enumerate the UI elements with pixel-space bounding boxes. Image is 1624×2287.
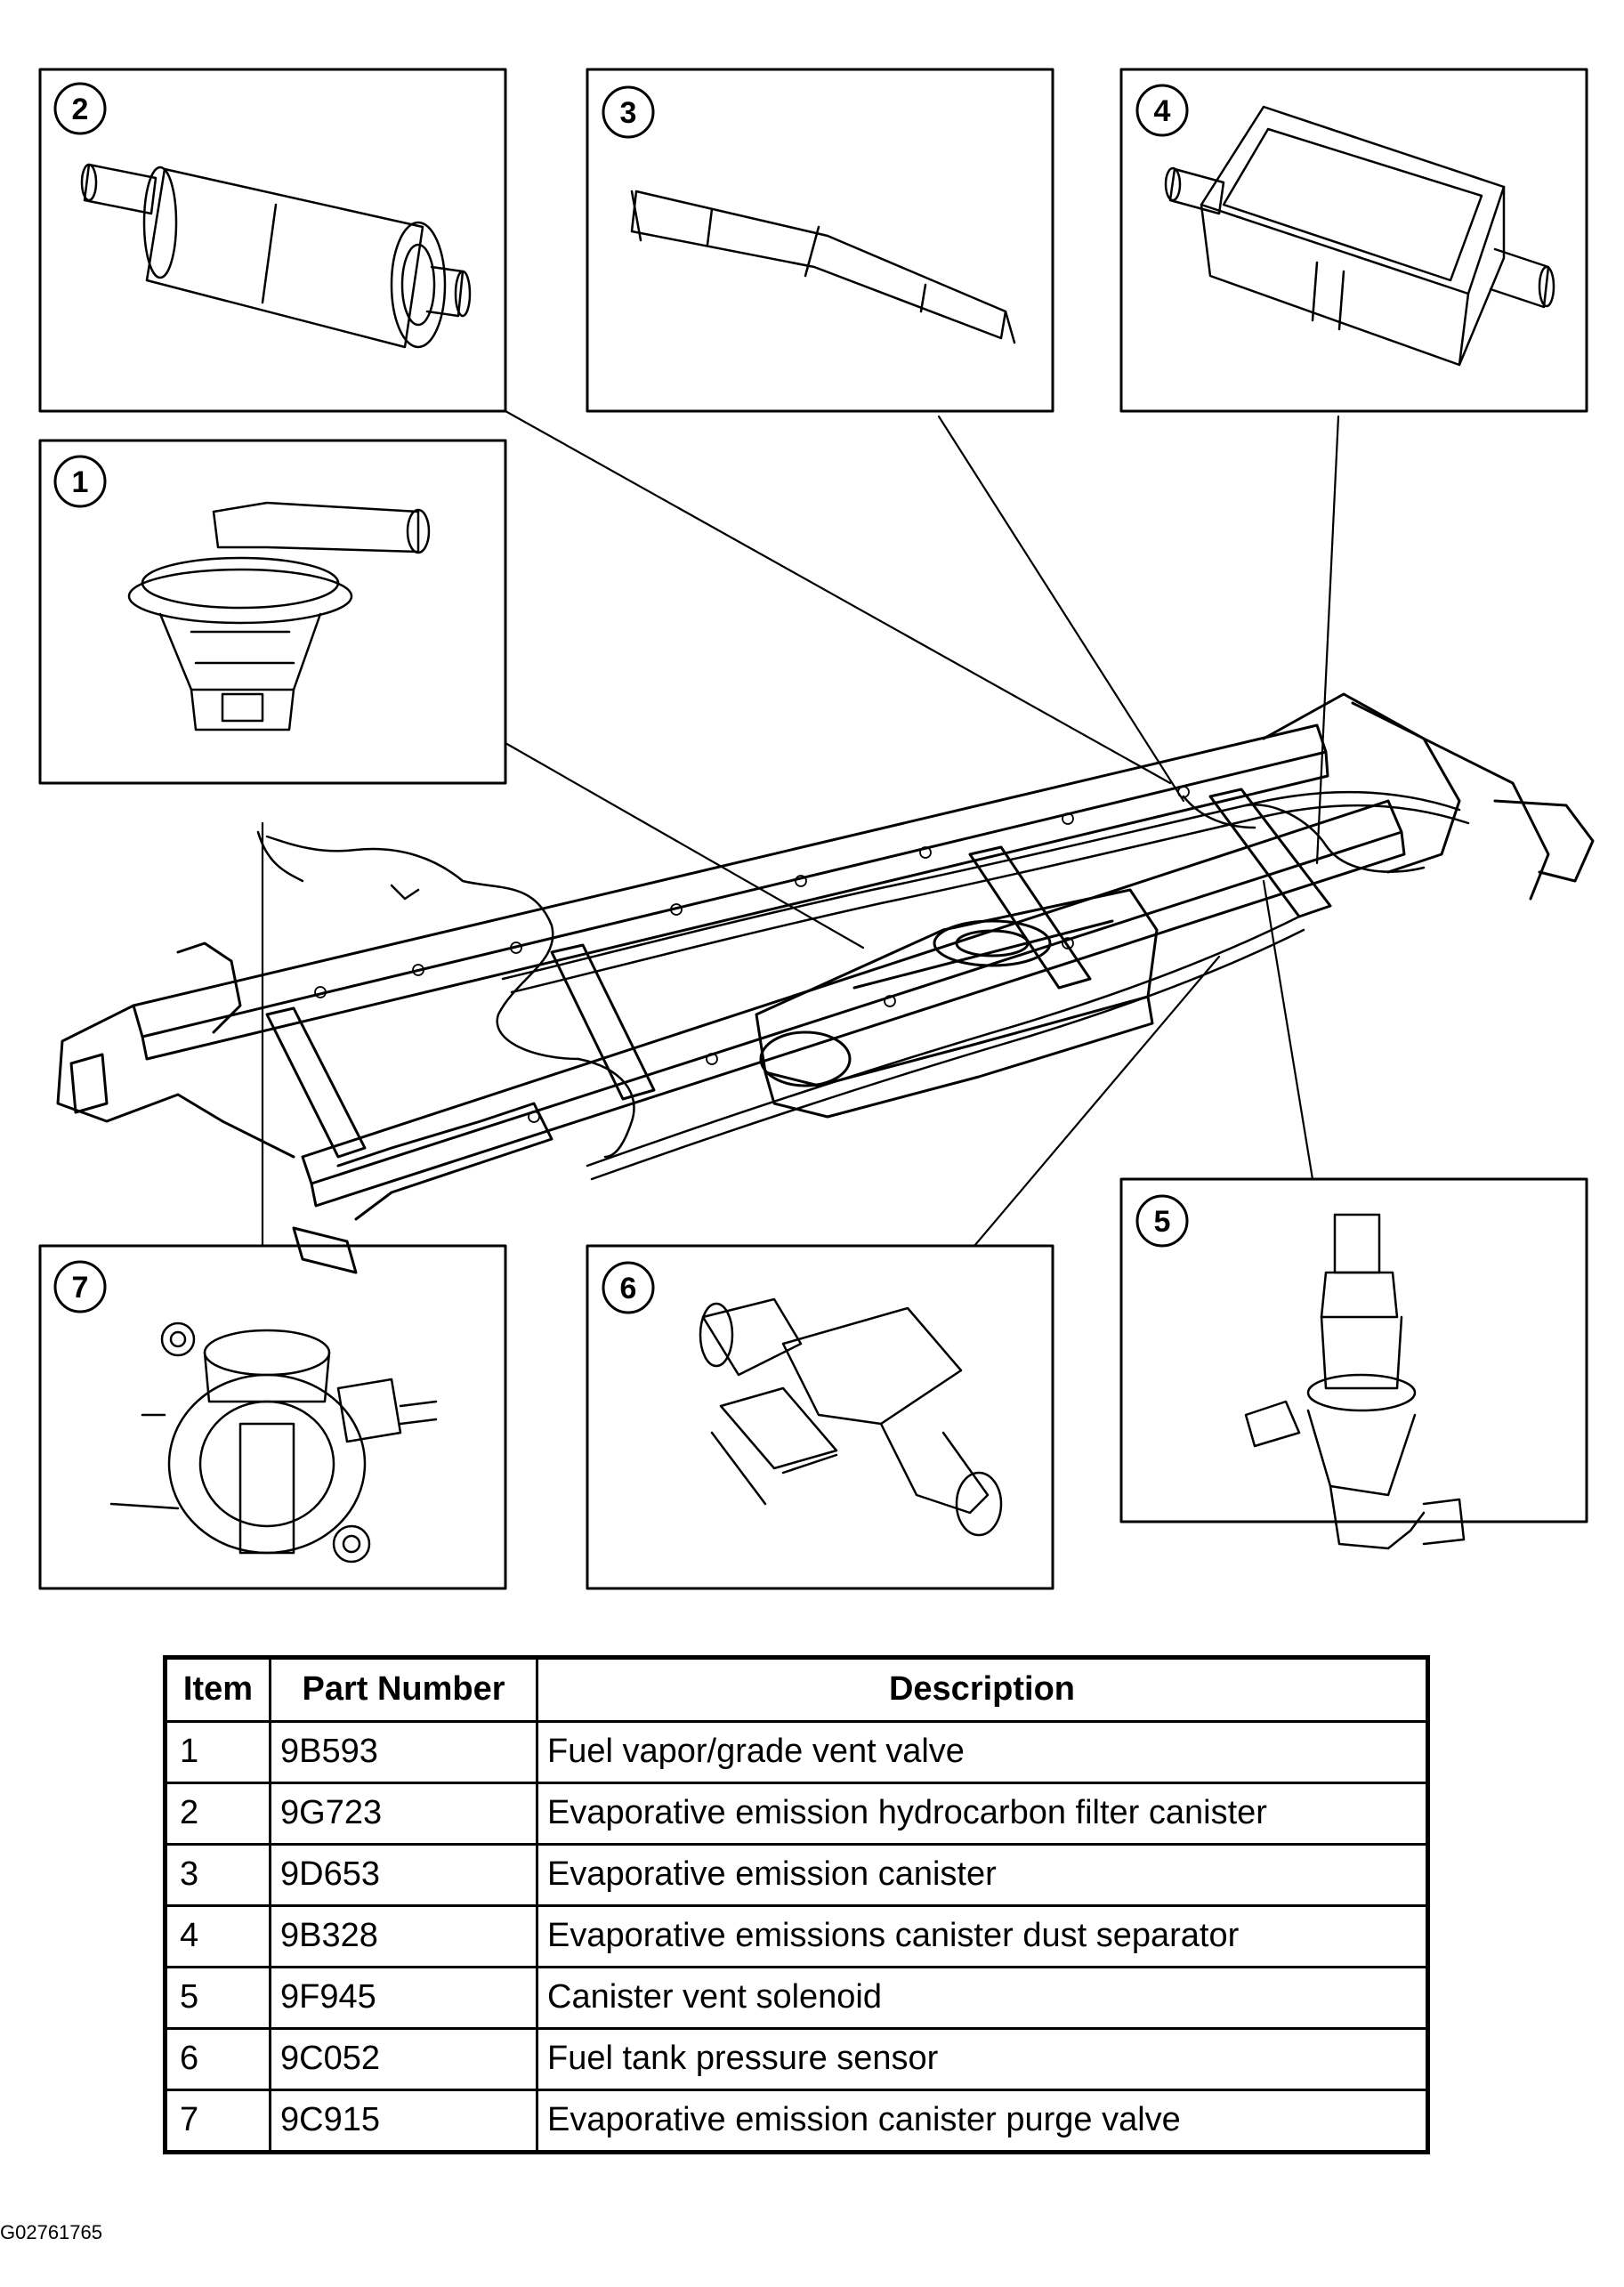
header-item: Item [164, 1656, 271, 1723]
callout-boxes [38, 68, 1588, 1590]
table-row: 1 9B593 Fuel vapor/grade vent valve [164, 1720, 1429, 1784]
cell-item: 7 [164, 2089, 271, 2154]
vapor-lines [256, 790, 1470, 1181]
table-row: 7 9C915 Evaporative emission canister pu… [164, 2089, 1429, 2154]
callout-number-1: 1 [72, 465, 89, 499]
cell-description: Evaporative emission canister purge valv… [536, 2089, 1429, 2154]
part-illustration-1 [127, 501, 431, 731]
callout-number-5: 5 [1154, 1205, 1171, 1239]
vehicle-frame [56, 692, 1595, 1274]
cell-description: Evaporative emissions canister dust sepa… [536, 1904, 1429, 1968]
leader-lines [261, 409, 1340, 1248]
cell-item: 2 [164, 1782, 271, 1846]
table-row: 2 9G723 Evaporative emission hydrocarbon… [164, 1782, 1429, 1846]
cell-item: 3 [164, 1843, 271, 1907]
cell-part-number: 9F945 [269, 1966, 538, 2030]
header-part-number: Part Number [269, 1656, 538, 1723]
callout-number-3: 3 [620, 96, 637, 130]
cell-description: Canister vent solenoid [536, 1966, 1429, 2030]
part-illustration-3 [630, 190, 1016, 344]
cell-description: Evaporative emission canister [536, 1843, 1429, 1907]
table-header-row: Item Part Number Description [164, 1656, 1429, 1723]
cell-part-number: 9D653 [269, 1843, 538, 1907]
callout-number-7: 7 [72, 1271, 89, 1305]
fuel-tank [755, 888, 1159, 1119]
figure-code: G02761765 [0, 2221, 102, 2243]
callout-number-4: 4 [1154, 94, 1171, 128]
callout-circles [53, 82, 1189, 1314]
part-illustration-2 [80, 163, 472, 349]
callout-number-2: 2 [72, 93, 89, 126]
table-row: 6 9C052 Fuel tank pressure sensor [164, 2027, 1429, 2091]
part-illustration-5 [1244, 1213, 1466, 1550]
table-row: 3 9D653 Evaporative emission canister [164, 1843, 1429, 1907]
header-description: Description [536, 1656, 1429, 1723]
table-row: 4 9B328 Evaporative emissions canister d… [164, 1904, 1429, 1968]
cell-part-number: 9B593 [269, 1720, 538, 1784]
evap-system-diagram: 2 3 4 1 5 6 7 [38, 68, 1595, 1590]
cell-item: 5 [164, 1966, 271, 2030]
parts-table: Item Part Number Description 1 9B593 Fue… [163, 1655, 1430, 2154]
cell-part-number: 9G723 [269, 1782, 538, 1846]
callout-number-6: 6 [620, 1272, 637, 1305]
cell-description: Fuel vapor/grade vent valve [536, 1720, 1429, 1784]
cell-item: 4 [164, 1904, 271, 1968]
table-row: 5 9F945 Canister vent solenoid [164, 1966, 1429, 2030]
cell-part-number: 9C915 [269, 2089, 538, 2154]
cell-description: Evaporative emission hydrocarbon filter … [536, 1782, 1429, 1846]
part-illustration-6 [699, 1297, 1003, 1537]
cell-item: 6 [164, 2027, 271, 2091]
cell-item: 1 [164, 1720, 271, 1784]
part-illustration-7 [109, 1321, 438, 1564]
part-illustration-4 [1164, 105, 1555, 367]
cell-part-number: 9B328 [269, 1904, 538, 1968]
cell-part-number: 9C052 [269, 2027, 538, 2091]
cell-description: Fuel tank pressure sensor [536, 2027, 1429, 2091]
